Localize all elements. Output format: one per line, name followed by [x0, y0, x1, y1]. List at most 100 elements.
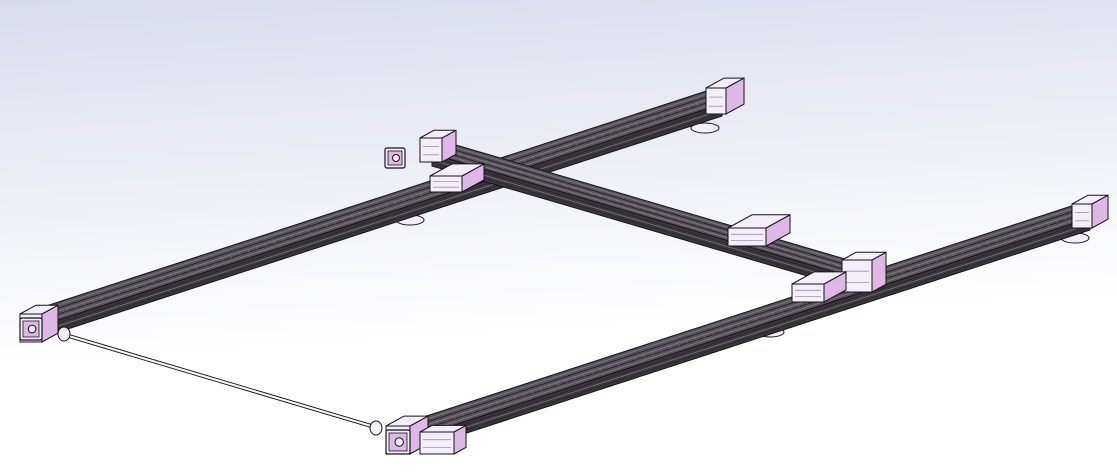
- right-rail-hatch: [771, 311, 775, 316]
- shaft-coupling-left: [57, 326, 71, 342]
- left-rail-hatch: [229, 254, 233, 259]
- left-rail-hatch: [661, 113, 664, 118]
- motor-left-front-hub: [27, 324, 37, 334]
- right-rail-hatch: [917, 263, 921, 268]
- left-rail-hatch: [333, 220, 336, 225]
- right-rail-slot-line: [401, 220, 1091, 446]
- right-rail-hatch: [1020, 230, 1024, 235]
- left-rail-hatch: [143, 282, 146, 287]
- left-rail-hatch: [566, 144, 569, 149]
- left-rail-hatch: [350, 214, 354, 219]
- cross-beam-hatch: [809, 255, 812, 260]
- right-rail-hatch: [470, 409, 474, 414]
- cross-beam-hatch: [800, 253, 803, 257]
- cross-beam-slot-line: [431, 145, 863, 273]
- right-rail-hatch: [659, 347, 663, 352]
- cross-beam-hatch: [642, 206, 645, 211]
- left-rail-hatch: [65, 307, 69, 312]
- cross-beam-hatch: [554, 181, 558, 185]
- left-rail-hatch: [186, 268, 190, 273]
- left-rail-slot-line: [39, 112, 723, 336]
- right-rail-hatch: [737, 322, 740, 327]
- cross-beam-hatch: [598, 193, 601, 198]
- right-rail-hatch: [436, 420, 439, 425]
- left-rail-hatch: [644, 119, 647, 124]
- cross-beam-slot-line: [431, 162, 863, 290]
- left-rail-hatch: [669, 110, 673, 115]
- right-rail-hatch: [1003, 235, 1007, 240]
- right-rail-hatch: [1038, 224, 1041, 229]
- left-rail-hatch: [108, 293, 112, 298]
- cross-beam-hatch: [835, 263, 838, 267]
- left-rail-hatch: [367, 209, 371, 214]
- left-rail-hatch: [419, 192, 423, 197]
- right-rail-hatch: [995, 238, 998, 243]
- cross-beam-hatch: [782, 247, 786, 252]
- right-rail-hatch: [728, 325, 732, 330]
- cross-beam-hatch: [817, 258, 821, 262]
- left-rail-hatch: [678, 108, 682, 112]
- cross-beam-hatch: [607, 196, 610, 200]
- right-rail-hatch: [1046, 221, 1050, 226]
- cross-beam-hatch: [519, 170, 523, 175]
- cross-beam-hatch: [466, 155, 470, 159]
- left-rail-hatch: [583, 138, 587, 143]
- left-rail-hatch: [428, 189, 431, 194]
- cross-beam-right-cap-front: [841, 259, 873, 293]
- cross-beam-hatch: [668, 214, 672, 218]
- right-rail-hatch: [745, 319, 749, 324]
- left-rail-hatch: [609, 130, 613, 135]
- left-rail-hatch: [281, 237, 284, 242]
- left-rail-slot-line: [39, 88, 723, 312]
- left-rail-hatch: [134, 285, 138, 289]
- right-rail-hatch: [479, 406, 482, 411]
- left-rail-hatch: [100, 296, 103, 301]
- cross-beam-hatch: [721, 229, 724, 234]
- cross-beam-slot-line: [431, 140, 863, 268]
- left-rail-hatch: [290, 234, 293, 239]
- left-rail-hatch: [126, 287, 129, 292]
- cross-beam-hatch: [695, 222, 698, 226]
- cross-beam-slot-line: [431, 156, 863, 284]
- right-rail-hatch: [651, 350, 654, 355]
- left-rail-hatch: [91, 299, 95, 303]
- right-rail-hatch: [702, 333, 706, 338]
- right-rail-hatch: [676, 342, 680, 347]
- left-rail-hatch: [523, 158, 526, 163]
- left-rail-hatch: [687, 105, 690, 110]
- right-rail-hatch: [762, 314, 766, 319]
- left-rail-hatch: [540, 152, 543, 157]
- right-rail-hatch: [590, 370, 594, 375]
- shaft-coupling-right: [369, 420, 383, 436]
- left-rail-hatch: [402, 197, 405, 202]
- right-rail-slot-line: [401, 205, 1091, 431]
- left-rail-slot-line: [39, 97, 723, 321]
- right-rail-hatch: [522, 392, 525, 397]
- right-rail-rear-cap-front: [1071, 203, 1093, 229]
- left-rail-hatch: [549, 150, 552, 155]
- left-rail-hatch: [264, 242, 267, 247]
- left-rail-hatch: [600, 133, 604, 138]
- left-rail-hatch: [169, 273, 172, 278]
- left-rail-slot-line: [39, 106, 723, 330]
- carriage-left-front: [429, 175, 463, 193]
- cross-beam-hatch: [659, 211, 663, 216]
- left-rail-hatch: [531, 155, 535, 160]
- left-rail-hatch: [212, 259, 215, 264]
- carriage-right-front: [791, 283, 825, 303]
- right-rail-hatch: [960, 249, 964, 254]
- left-rail-hatch: [376, 206, 379, 211]
- cross-beam-hatch: [458, 152, 461, 157]
- left-rail-slot-line: [39, 109, 723, 333]
- cross-beam-slot-line: [431, 142, 863, 270]
- right-rail-hatch: [891, 272, 895, 277]
- left-rail-hatch: [272, 240, 276, 244]
- cross-beam-hatch: [537, 175, 540, 180]
- right-rail-hatch: [453, 415, 456, 420]
- right-rail-hatch: [582, 373, 585, 378]
- right-rail-hatch: [754, 317, 757, 322]
- right-rail-slot-line: [401, 202, 1091, 428]
- cross-beam-slot-line: [431, 150, 863, 278]
